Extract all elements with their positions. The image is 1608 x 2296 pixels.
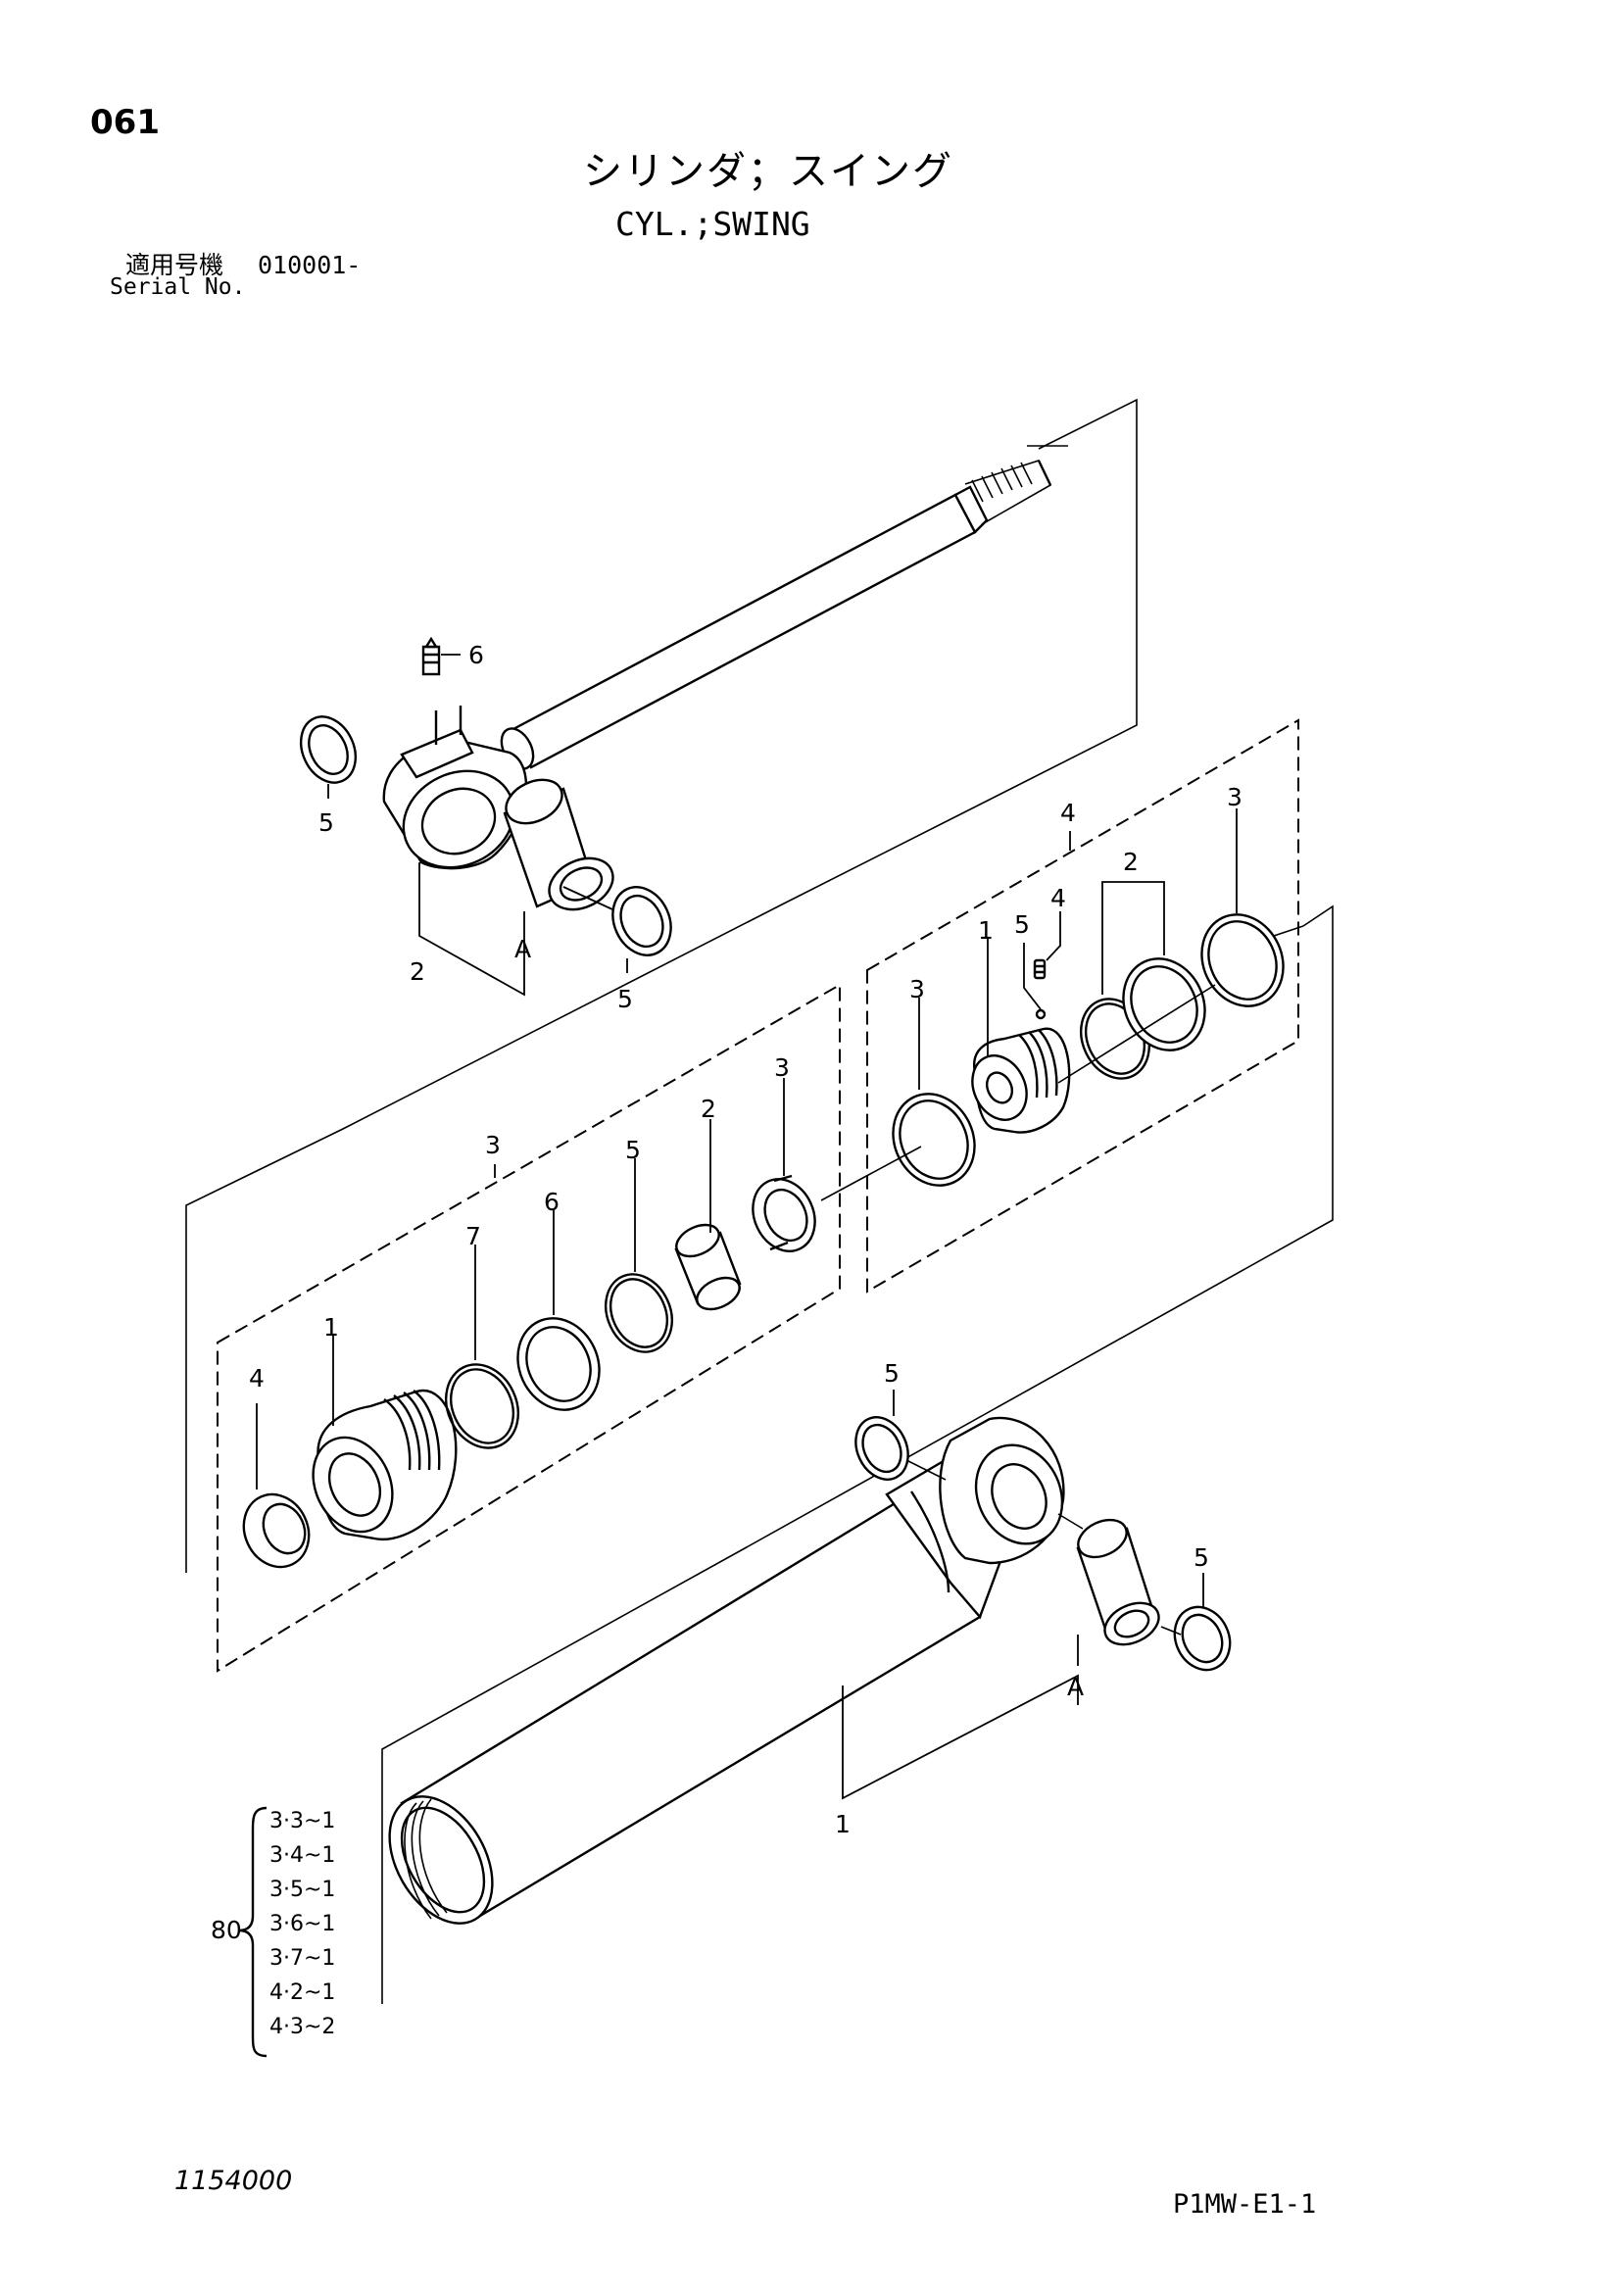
- callout-piston-wear-ring: 3: [909, 975, 925, 1003]
- head-body: 1: [312, 1313, 458, 1541]
- tube-snap-ring-side: 5: [1160, 1543, 1232, 1672]
- serial-label-english: Serial No.: [110, 274, 246, 300]
- callout-head-bushing: 2: [701, 1095, 716, 1123]
- page-number: 061: [90, 103, 160, 142]
- callout-piston-group: 4: [1060, 799, 1076, 827]
- callout-head-dust-seal: 4: [249, 1364, 265, 1392]
- callout-tube: 1: [835, 1810, 851, 1838]
- head-o-ring: 5: [605, 1136, 673, 1353]
- reference-group: 80 3·3~1 3·4~1 3·5~1 3·6~1 3·7~1 4·2~1 4…: [211, 1806, 335, 2058]
- piston-steel-ball: 5: [1014, 910, 1047, 1020]
- grease-fitting: 6: [421, 636, 484, 676]
- head-backup-ring: 7: [445, 1222, 519, 1449]
- piston-group: 4 3 1 5 4: [381, 718, 1334, 2004]
- callout-tube-snap-ring-top: 5: [884, 1359, 900, 1388]
- rod-snap-ring-left: 5: [299, 715, 358, 837]
- page-code: P1MW-E1-1: [1173, 2189, 1317, 2220]
- reference-page: 4·2~1: [269, 1980, 335, 2005]
- piston-seal: 2: [1080, 848, 1206, 1080]
- rod-bushing: [503, 778, 614, 911]
- reference-page: 3·5~1: [269, 1878, 335, 1902]
- callout-piston-body: 1: [978, 916, 994, 945]
- callout-rod-bushing: A: [514, 935, 531, 963]
- head-dust-seal: 4: [242, 1364, 311, 1569]
- serial-label-japanese: 適用号機: [125, 251, 224, 279]
- head-rod-seal: 3: [752, 1053, 816, 1252]
- callout-head-group: 3: [485, 1131, 501, 1159]
- piston-slide-ring: 3: [1200, 783, 1285, 1007]
- piston-rod-assembly: 6 5 5 2 A: [185, 398, 1138, 1573]
- head-bushing: 2: [674, 1095, 742, 1311]
- callout-piston-steel-ball: 5: [1014, 910, 1030, 939]
- reference-page: 4·3~2: [269, 2015, 335, 2039]
- callout-piston-slide-ring: 3: [1227, 783, 1243, 811]
- piston-set-screw: 4: [1033, 884, 1066, 980]
- piston-rod: [500, 445, 1068, 770]
- document-number: 1154000: [174, 2166, 293, 2196]
- tube-bushing: [1057, 1513, 1160, 1646]
- cylinder-tube: [388, 1443, 1016, 1925]
- callout-head-rod-seal: 3: [774, 1053, 790, 1082]
- rod-bushing-ring: 5: [611, 886, 672, 1013]
- page-title-japanese: シリンダ；スイング: [583, 149, 953, 194]
- piston-wear-ring: 3: [892, 975, 976, 1187]
- callout-head-seal-ring: 6: [544, 1188, 560, 1216]
- reference-page: 3·6~1: [269, 1912, 335, 1936]
- callout-piston-set-screw: 4: [1050, 884, 1066, 912]
- rod-eye: [382, 706, 528, 870]
- reference-group-number: 80: [211, 1916, 242, 1944]
- callout-tube-snap-ring-side: 5: [1194, 1543, 1209, 1572]
- callout-head-body: 1: [323, 1313, 339, 1342]
- page-title-english: CYL.;SWING: [615, 205, 810, 243]
- cylinder-tube-eye: [939, 1416, 1065, 1565]
- serial-range: 010001-: [258, 251, 362, 279]
- callout-head-backup-ring: 7: [465, 1222, 481, 1250]
- callout-rod-bushing-ring: 5: [617, 985, 633, 1013]
- callout-rod-grease-fitting: 6: [468, 641, 484, 669]
- reference-page: 3·3~1: [269, 1809, 335, 1833]
- reference-page: 3·7~1: [269, 1946, 335, 1971]
- callout-rod-snap-ring: 5: [318, 808, 334, 837]
- cylinder-tube-assembly: 5 5 A 1: [388, 1359, 1232, 1925]
- callout-piston-seal: 2: [1123, 848, 1139, 876]
- reference-page: 3·4~1: [269, 1843, 335, 1868]
- head-seal-ring: 6: [516, 1188, 601, 1411]
- cylinder-head-group: 3 4 1 7 6: [217, 983, 922, 1673]
- tube-snap-ring-top: 5: [854, 1359, 947, 1481]
- piston-body: 1: [971, 916, 1071, 1134]
- callout-rod-eye: 2: [410, 957, 425, 986]
- callout-head-o-ring: 5: [625, 1136, 641, 1164]
